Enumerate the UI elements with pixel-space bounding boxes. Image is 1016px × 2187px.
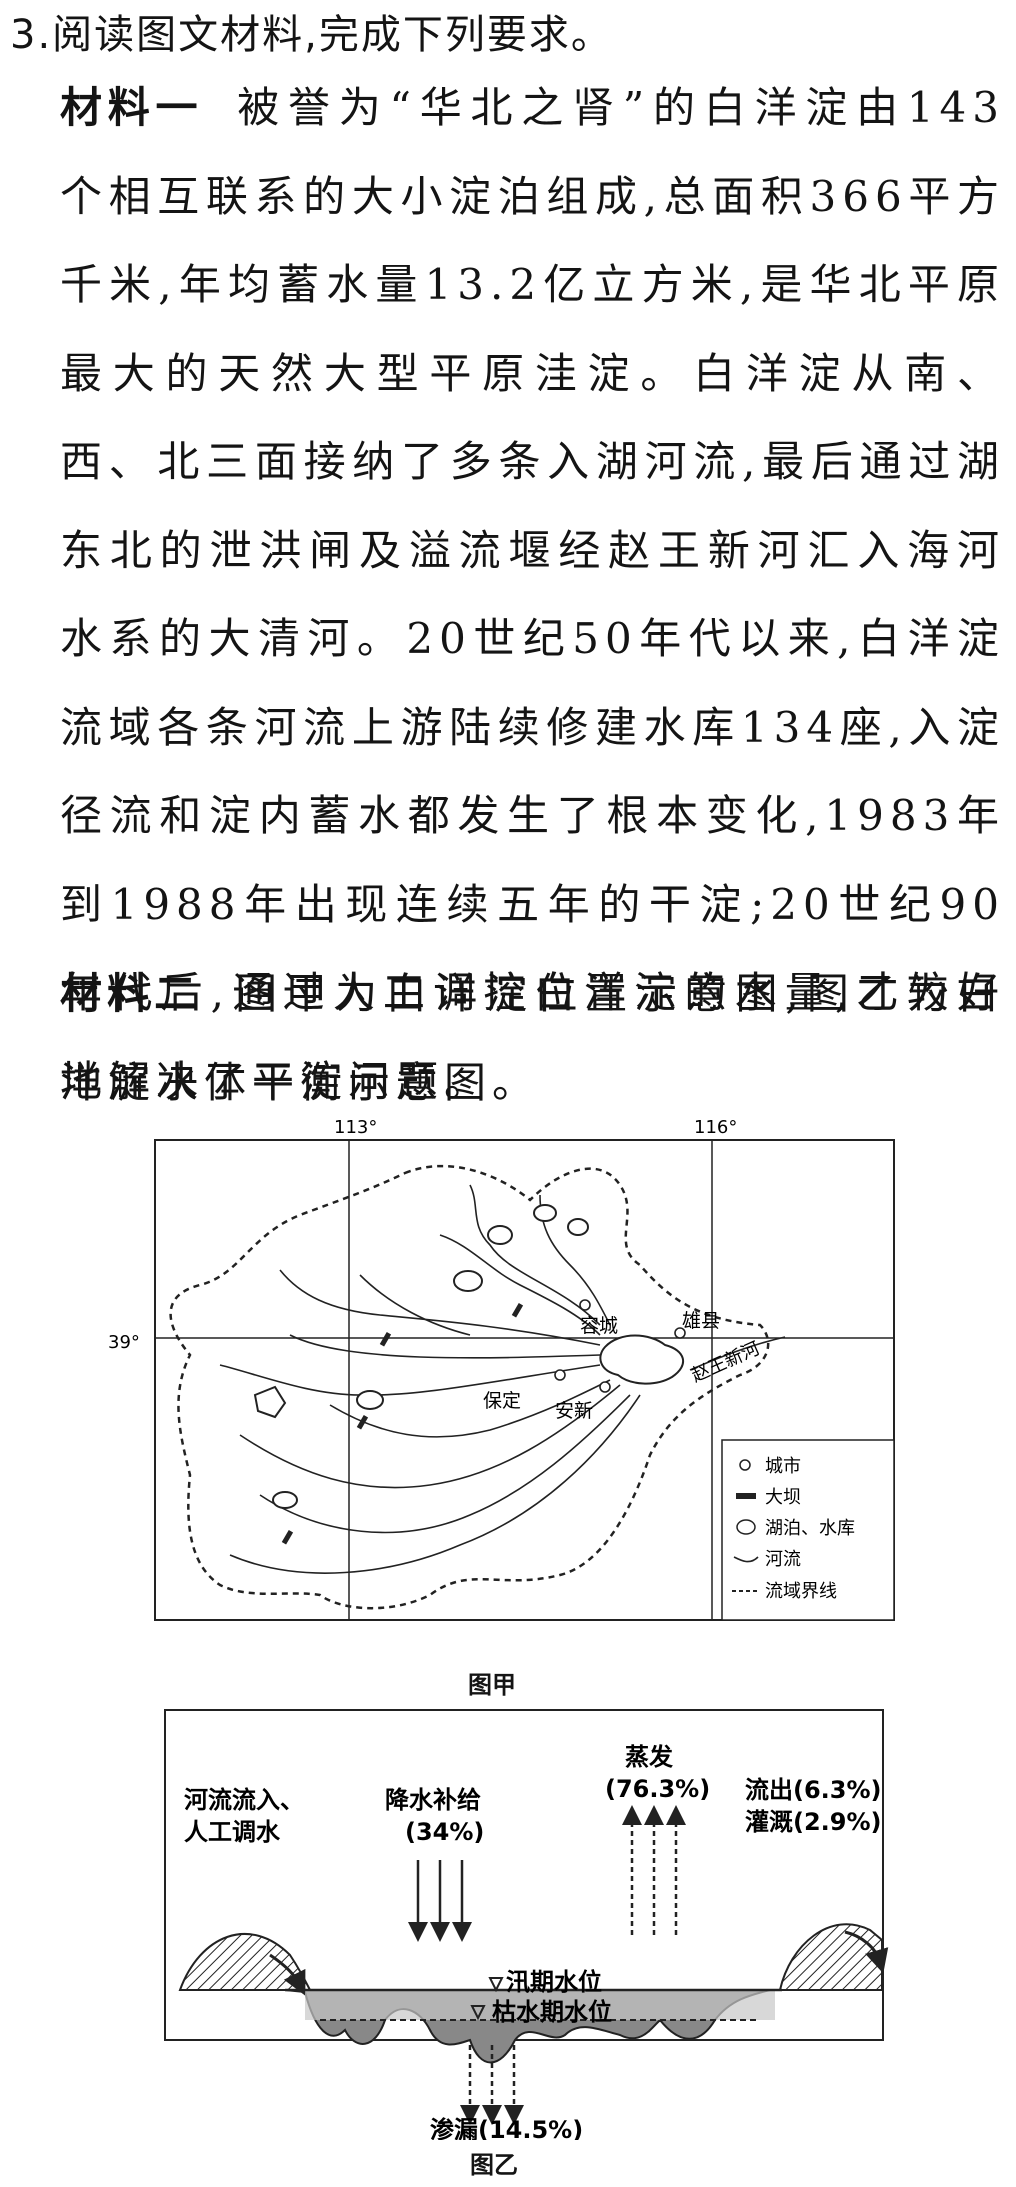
legend-city: 城市: [765, 1456, 801, 1477]
lon-label-116: 116°: [694, 1117, 737, 1138]
figure-a-caption: 图甲: [468, 1671, 516, 1699]
question-number: 3.: [10, 12, 53, 58]
irrigation-label: 灌溉(2.9%): [745, 1808, 882, 1836]
outflow-arrow: [844, 1930, 889, 1974]
evap-arrows: [622, 1805, 686, 1935]
material-1-label: 材料一: [60, 83, 204, 132]
city-baoding: 保定: [483, 1390, 521, 1412]
water-balance-diagram: 汛期水位 枯水期水位 河流流入、 人工调水 降水补给 (34%) 蒸发 (76.…: [164, 1709, 889, 2144]
inflow-label-2: 人工调水: [184, 1818, 281, 1846]
precip-arrows: [408, 1860, 472, 1942]
precip-label: 降水补给: [385, 1786, 481, 1814]
inflow-label-1: 河流流入、: [184, 1786, 304, 1814]
dry-level-label: 枯水期水位: [492, 1998, 612, 2026]
legend-boundary: 流域界线: [765, 1581, 837, 1602]
dams: [281, 1302, 524, 1545]
evap-value: (76.3%): [605, 1775, 710, 1803]
legend-lake: 湖泊、水库: [765, 1518, 855, 1539]
city-anxin: 安新: [555, 1400, 593, 1422]
city-rongcheng: 容城: [580, 1315, 618, 1337]
legend-dam: 大坝: [765, 1487, 801, 1508]
figure-a: 113° 116° 39°: [0, 1095, 1016, 1655]
flood-level-symbol: [488, 1977, 504, 1993]
legend-river: 河流: [765, 1549, 801, 1570]
flood-water-body: [305, 1990, 775, 2020]
cities: [554, 1299, 686, 1393]
precip-value: (34%): [405, 1818, 484, 1846]
lat-label-39: 39°: [108, 1332, 140, 1353]
map-legend: 城市 大坝 湖泊、水库 河流 流域界线: [721, 1439, 895, 1621]
material-1: 材料一被誉为“华北之肾”的白洋淀由143个相互联系的大小淀泊组成,总面积366平…: [60, 64, 1005, 1126]
lon-label-113: 113°: [334, 1117, 377, 1138]
zhaowang-river-label: 赵王新河: [688, 1338, 762, 1386]
outflow-label: 流出(6.3%): [745, 1776, 882, 1804]
question-heading: 3.阅读图文材料,完成下列要求。: [10, 2, 1010, 68]
lakes-reservoirs: [253, 1204, 684, 1509]
basin-boundary: [169, 1164, 770, 1610]
figure-b-caption: 图乙: [470, 2151, 518, 2179]
flood-level-label: 汛期水位: [506, 1968, 602, 1996]
question-text: 阅读图文材料,完成下列要求。: [52, 12, 613, 58]
evap-label: 蒸发: [625, 1743, 673, 1771]
seepage-arrows: [460, 2045, 524, 2125]
seepage-label: 渗漏(14.5%): [430, 2116, 583, 2140]
zhaowang-river: [689, 1336, 786, 1371]
left-hill: [178, 1933, 312, 1991]
rivers: [219, 1184, 641, 1574]
diagram-frame: [164, 1709, 884, 2041]
location-map: 113° 116° 39°: [108, 1117, 895, 1621]
material-1-text: 被誉为“华北之肾”的白洋淀由143个相互联系的大小淀泊组成,总面积366平方千米…: [60, 83, 1005, 1106]
figure-b: 汛期水位 枯水期水位 河流流入、 人工调水 降水补给 (34%) 蒸发 (76.…: [0, 1700, 1016, 2144]
dry-level-symbol: [470, 2005, 486, 2021]
right-hill: [778, 1923, 883, 1991]
material-2: 材料二图甲为白洋淀位置示意图,图乙为白洋淀水体平衡示意图。: [60, 950, 1005, 1127]
inflow-arrow: [269, 1953, 306, 1996]
material-2-text: 图甲为白洋淀位置示意图,图乙为白洋淀水体平衡示意图。: [60, 969, 1005, 1107]
material-2-label: 材料二: [60, 969, 202, 1018]
city-xiongxian: 雄县: [682, 1310, 720, 1332]
map-frame: [154, 1139, 895, 1621]
